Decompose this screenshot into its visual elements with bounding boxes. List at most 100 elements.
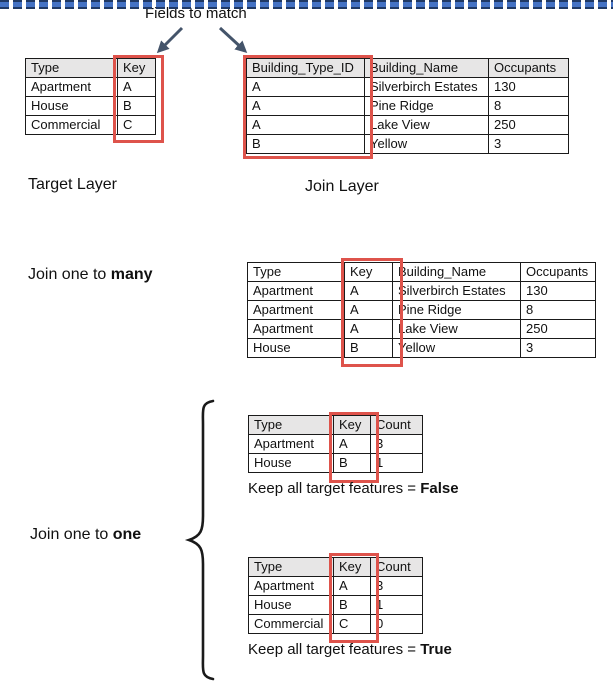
target-layer-table: Type Key Apartment A House B Commercial … bbox=[25, 58, 156, 135]
table-row: Apartment A 3 bbox=[248, 434, 423, 454]
join-layer-table: Building_Type_ID Building_Name Occupants… bbox=[246, 58, 569, 154]
column-header-key: Building_Type_ID bbox=[246, 58, 365, 78]
dashed-divider-icon bbox=[0, 0, 613, 9]
column-header: Building_Name bbox=[392, 262, 521, 282]
cell-key: B bbox=[246, 134, 365, 154]
table-row: A Lake View 250 bbox=[246, 115, 569, 135]
cell-key: A bbox=[333, 434, 371, 454]
column-header-key: Key bbox=[344, 262, 393, 282]
cell-key: A bbox=[344, 281, 393, 301]
cell: 3 bbox=[370, 434, 423, 454]
one-to-one-true-table: Type Key Count Apartment A 3 House B 1 C… bbox=[248, 557, 423, 634]
column-header: Type bbox=[248, 557, 334, 577]
cell: House bbox=[248, 453, 334, 473]
cell: 3 bbox=[520, 338, 596, 358]
cell: House bbox=[247, 338, 345, 358]
caption-text: Keep all target features = bbox=[248, 641, 421, 658]
curly-brace-icon bbox=[184, 399, 215, 681]
caption-bold-text: True bbox=[420, 641, 452, 658]
cell: Lake View bbox=[364, 115, 489, 135]
table-row: B Yellow 3 bbox=[246, 134, 569, 154]
label-text: Join one to bbox=[30, 526, 113, 543]
table-row: House B 1 bbox=[248, 595, 423, 615]
cell: Apartment bbox=[247, 281, 345, 301]
cell-key: A bbox=[246, 77, 365, 97]
cell: 3 bbox=[370, 576, 423, 596]
column-header-key: Key bbox=[333, 415, 371, 435]
cell-key: B bbox=[344, 338, 393, 358]
table-row: A Silverbirch Estates 130 bbox=[246, 77, 569, 97]
cell-key: A bbox=[344, 300, 393, 320]
cell: 250 bbox=[520, 319, 596, 339]
column-header: Count bbox=[370, 557, 423, 577]
one-to-one-false-table: Type Key Count Apartment A 3 House B 1 bbox=[248, 415, 423, 473]
join-layer-label: Join Layer bbox=[305, 178, 379, 195]
column-header: Type bbox=[25, 58, 118, 78]
cell-key: A bbox=[246, 115, 365, 135]
table-row: House B bbox=[25, 96, 156, 116]
cell: Yellow bbox=[392, 338, 521, 358]
cell: 130 bbox=[488, 77, 569, 97]
cell: Silverbirch Estates bbox=[392, 281, 521, 301]
cell: 8 bbox=[488, 96, 569, 116]
table-row: Apartment A 3 bbox=[248, 576, 423, 596]
cell: 8 bbox=[520, 300, 596, 320]
cell: 250 bbox=[488, 115, 569, 135]
table-row: House B Yellow 3 bbox=[247, 338, 596, 358]
cell-key: B bbox=[333, 595, 371, 615]
column-header: Count bbox=[370, 415, 423, 435]
label-bold-text: many bbox=[110, 266, 153, 283]
column-header: Type bbox=[248, 415, 334, 435]
column-header-key: Key bbox=[117, 58, 156, 78]
cell: Commercial bbox=[25, 115, 118, 135]
cell: Lake View bbox=[392, 319, 521, 339]
cell-key: A bbox=[333, 576, 371, 596]
column-header: Type bbox=[247, 262, 345, 282]
keep-false-caption: Keep all target features = False bbox=[248, 480, 459, 497]
table-row: A Pine Ridge 8 bbox=[246, 96, 569, 116]
target-layer-label: Target Layer bbox=[28, 176, 117, 193]
cell: Silverbirch Estates bbox=[364, 77, 489, 97]
down-right-arrow-icon bbox=[218, 26, 248, 54]
cell: 1 bbox=[370, 595, 423, 615]
cell: 1 bbox=[370, 453, 423, 473]
cell: 130 bbox=[520, 281, 596, 301]
join-one-to-many-label: Join one to many bbox=[28, 266, 153, 284]
table-row: Commercial C 0 bbox=[248, 614, 423, 634]
fields-to-match-label: Fields to match bbox=[145, 5, 247, 22]
label-bold-text: one bbox=[112, 526, 142, 543]
table-row: House B 1 bbox=[248, 453, 423, 473]
cell: 3 bbox=[488, 134, 569, 154]
column-header-key: Key bbox=[333, 557, 371, 577]
cell-key: A bbox=[117, 77, 156, 97]
table-row: Apartment A Pine Ridge 8 bbox=[247, 300, 596, 320]
keep-true-caption: Keep all target features = True bbox=[248, 641, 452, 658]
field-match-arrows bbox=[156, 26, 248, 54]
table-row: Commercial C bbox=[25, 115, 156, 135]
cell-key: C bbox=[117, 115, 156, 135]
cell: Yellow bbox=[364, 134, 489, 154]
cell: Apartment bbox=[247, 300, 345, 320]
cell: Commercial bbox=[248, 614, 334, 634]
cell: House bbox=[248, 595, 334, 615]
cell-key: A bbox=[246, 96, 365, 116]
cell-key: A bbox=[344, 319, 393, 339]
cell: Apartment bbox=[247, 319, 345, 339]
cell: Apartment bbox=[248, 434, 334, 454]
cell: 0 bbox=[370, 614, 423, 634]
down-left-arrow-icon bbox=[156, 26, 184, 54]
cell: House bbox=[25, 96, 118, 116]
cell-key: C bbox=[333, 614, 371, 634]
table-row: Apartment A Lake View 250 bbox=[247, 319, 596, 339]
caption-bold-text: False bbox=[420, 480, 459, 497]
cell: Apartment bbox=[248, 576, 334, 596]
table-row: Apartment A Silverbirch Estates 130 bbox=[247, 281, 596, 301]
cell: Pine Ridge bbox=[364, 96, 489, 116]
one-to-many-result-table: Type Key Building_Name Occupants Apartme… bbox=[247, 262, 596, 358]
caption-text: Keep all target features = bbox=[248, 480, 421, 497]
join-one-to-one-label: Join one to one bbox=[30, 526, 141, 544]
column-header: Occupants bbox=[520, 262, 596, 282]
cell-key: B bbox=[333, 453, 371, 473]
column-header: Occupants bbox=[488, 58, 569, 78]
